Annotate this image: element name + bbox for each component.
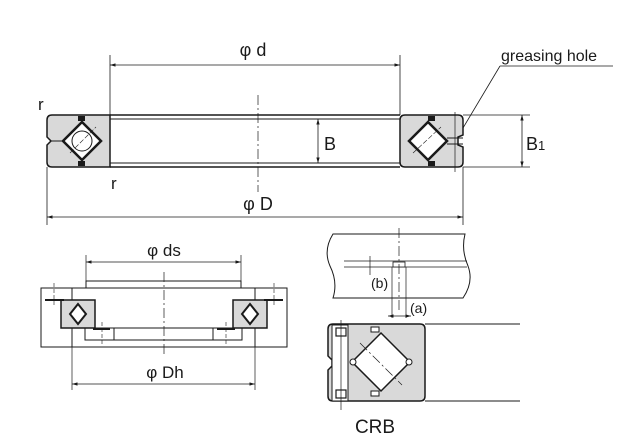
dim-b-label: (b) bbox=[371, 275, 388, 291]
greasing-hole-leader bbox=[462, 65, 501, 129]
radius-label-bottom: r bbox=[111, 174, 117, 193]
inner-diameter-label: φ d bbox=[240, 40, 267, 60]
width-b-label: B bbox=[324, 134, 336, 154]
right-ring-section bbox=[399, 112, 464, 172]
width-b1-label: B1 bbox=[526, 134, 545, 154]
model-label: CRB bbox=[355, 417, 395, 438]
dim-a-label: (a) bbox=[410, 300, 427, 316]
greasing-hole-label: greasing hole bbox=[501, 48, 597, 65]
outer-diameter-label: φ D bbox=[243, 194, 273, 214]
detail-view: (a) (b) CRB bbox=[326, 228, 520, 438]
radius-label-top: r bbox=[38, 95, 44, 114]
shaft-diameter-label: φ ds bbox=[147, 241, 181, 260]
left-ring-section bbox=[46, 114, 111, 168]
housing-diameter-label: φ Dh bbox=[146, 363, 183, 382]
main-section-view: φ d φ D B B1 r r greasing hole bbox=[38, 40, 613, 225]
mounting-view: φ ds φ Dh bbox=[40, 241, 288, 390]
